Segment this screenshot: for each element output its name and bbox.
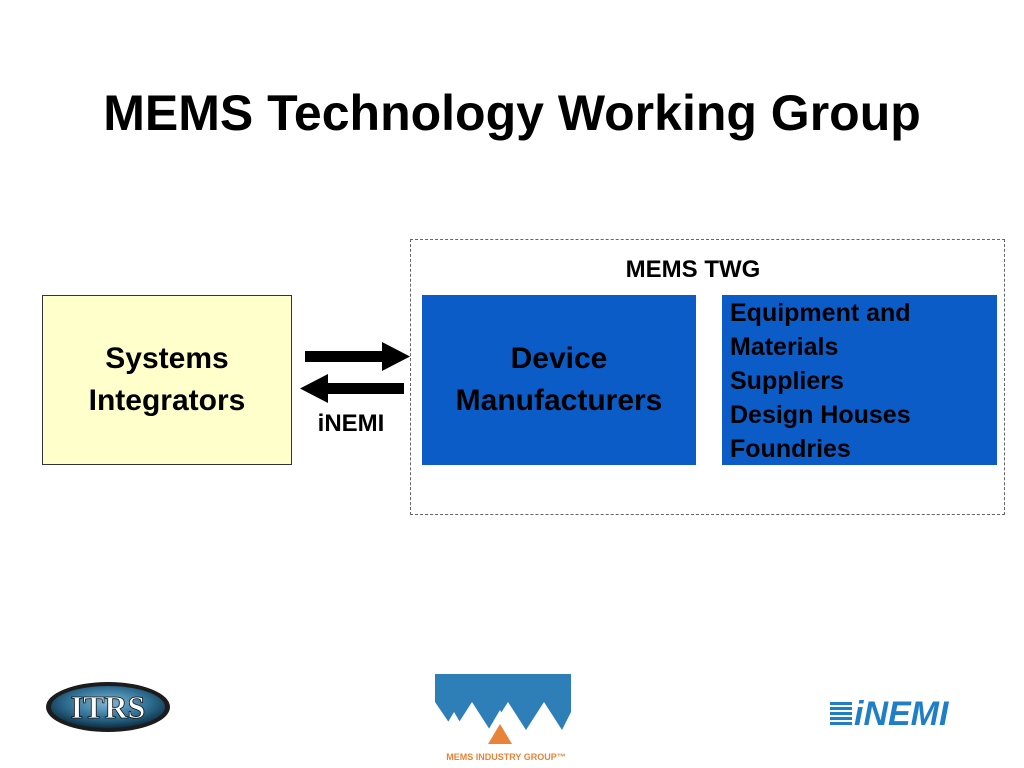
systems-integrators-line-1: Systems bbox=[105, 342, 229, 375]
inemi-logo: iNEMI bbox=[830, 695, 950, 730]
suppliers-line: Suppliers bbox=[730, 367, 844, 395]
suppliers-line: Equipment and bbox=[730, 299, 911, 327]
device-manufacturers-line-1: Device bbox=[510, 342, 608, 375]
slide-title: MEMS Technology Working Group bbox=[103, 85, 921, 141]
bidirectional-arrows bbox=[300, 342, 410, 403]
suppliers-line: Design Houses bbox=[730, 401, 911, 429]
inemi-logo-text: iNEMI bbox=[854, 695, 950, 730]
inemi-connector-label: iNEMI bbox=[317, 410, 385, 437]
right-arrow bbox=[305, 342, 410, 371]
suppliers-line: Foundries bbox=[730, 435, 851, 463]
itrs-logo-text: ITRS bbox=[71, 689, 146, 725]
device-manufacturers-box: Device Manufacturers bbox=[422, 295, 696, 465]
suppliers-line: Materials bbox=[730, 333, 839, 361]
suppliers-box: Equipment and Materials Suppliers Design… bbox=[722, 295, 997, 465]
inemi-logo-stripes bbox=[830, 702, 852, 725]
left-arrow bbox=[300, 374, 404, 403]
mems-twg-dashed-frame bbox=[410, 239, 1005, 515]
mems-twg-label: MEMS TWG bbox=[625, 256, 761, 283]
mems-industry-group-logo: MEMS INDUSTRY GROUP™ bbox=[435, 674, 571, 762]
itrs-logo: ITRS bbox=[46, 682, 170, 732]
mems-industry-group-text: MEMS INDUSTRY GROUP™ bbox=[446, 752, 566, 762]
systems-integrators-box: Systems Integrators bbox=[42, 295, 292, 465]
systems-integrators-line-2: Integrators bbox=[88, 384, 246, 417]
device-manufacturers-line-2: Manufacturers bbox=[455, 384, 663, 417]
